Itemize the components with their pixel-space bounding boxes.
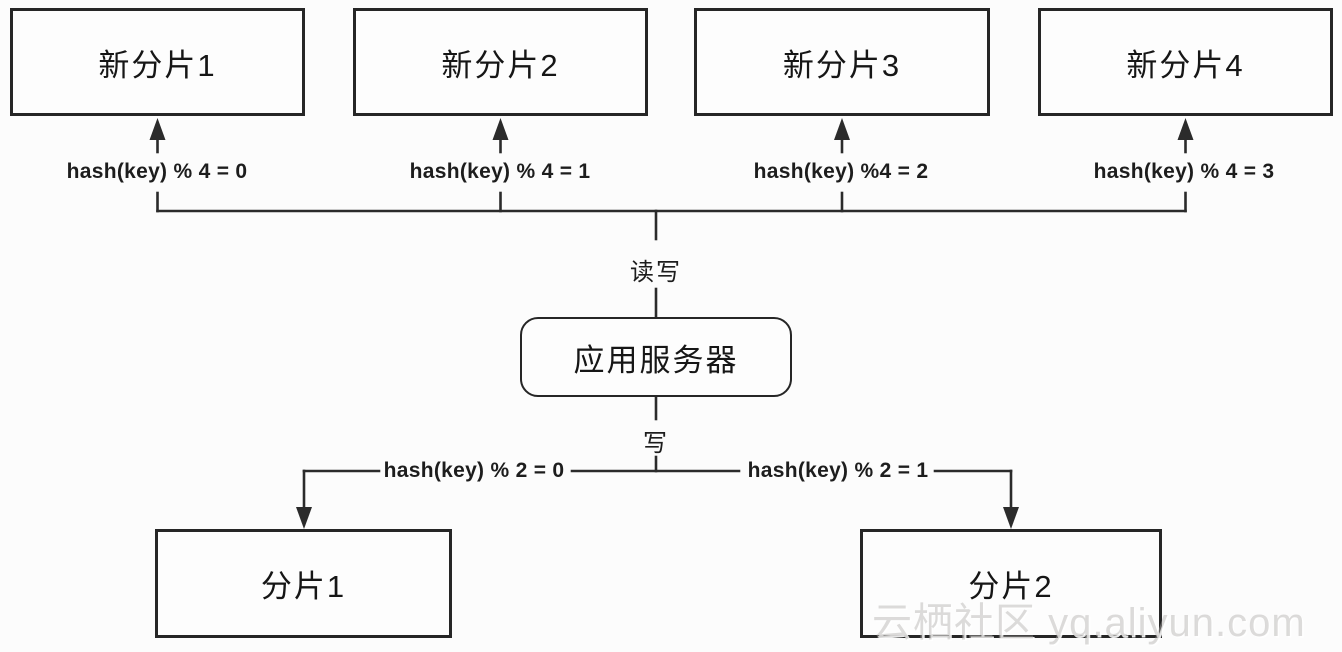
hash-label-mod4-0: hash(key) % 4 = 0 — [66, 160, 248, 183]
node-shard-2: 分片2 — [860, 529, 1162, 638]
hash-label-mod4-1: hash(key) % 4 = 1 — [409, 160, 591, 183]
arrow-down-shard-2 — [1003, 469, 1019, 529]
edge-label-write: 写 — [643, 430, 669, 457]
node-shard-1-label: 分片1 — [260, 569, 347, 604]
node-app-server: 应用服务器 — [520, 317, 792, 397]
hash-label-mod4-2: hash(key) %4 = 2 — [753, 160, 929, 183]
edge-label-read-write: 读写 — [630, 259, 682, 286]
arrow-down-shard-1 — [296, 469, 312, 529]
node-new-shard-3: 新分片3 — [694, 8, 990, 116]
node-app-server-label: 应用服务器 — [573, 342, 739, 378]
hash-label-mod2-0: hash(key) % 2 = 0 — [383, 459, 565, 482]
node-new-shard-4: 新分片4 — [1038, 8, 1333, 116]
node-shard-1: 分片1 — [155, 529, 452, 638]
node-new-shard-4-label: 新分片4 — [1126, 47, 1245, 83]
hash-label-mod2-1: hash(key) % 2 = 1 — [747, 459, 929, 482]
arrow-up-new-shard-1 — [149, 118, 166, 154]
node-shard-2-label: 分片2 — [968, 569, 1054, 604]
hash-label-mod4-3: hash(key) % 4 = 3 — [1093, 160, 1275, 183]
node-new-shard-2: 新分片2 — [353, 8, 648, 116]
arrow-up-new-shard-2 — [492, 118, 509, 154]
arrow-up-new-shard-3 — [834, 118, 850, 154]
node-new-shard-2-label: 新分片2 — [441, 47, 560, 83]
node-new-shard-1: 新分片1 — [10, 8, 305, 116]
node-new-shard-3-label: 新分片3 — [782, 47, 902, 83]
node-new-shard-1-label: 新分片1 — [98, 47, 217, 83]
arrow-up-new-shard-4 — [1177, 118, 1194, 154]
